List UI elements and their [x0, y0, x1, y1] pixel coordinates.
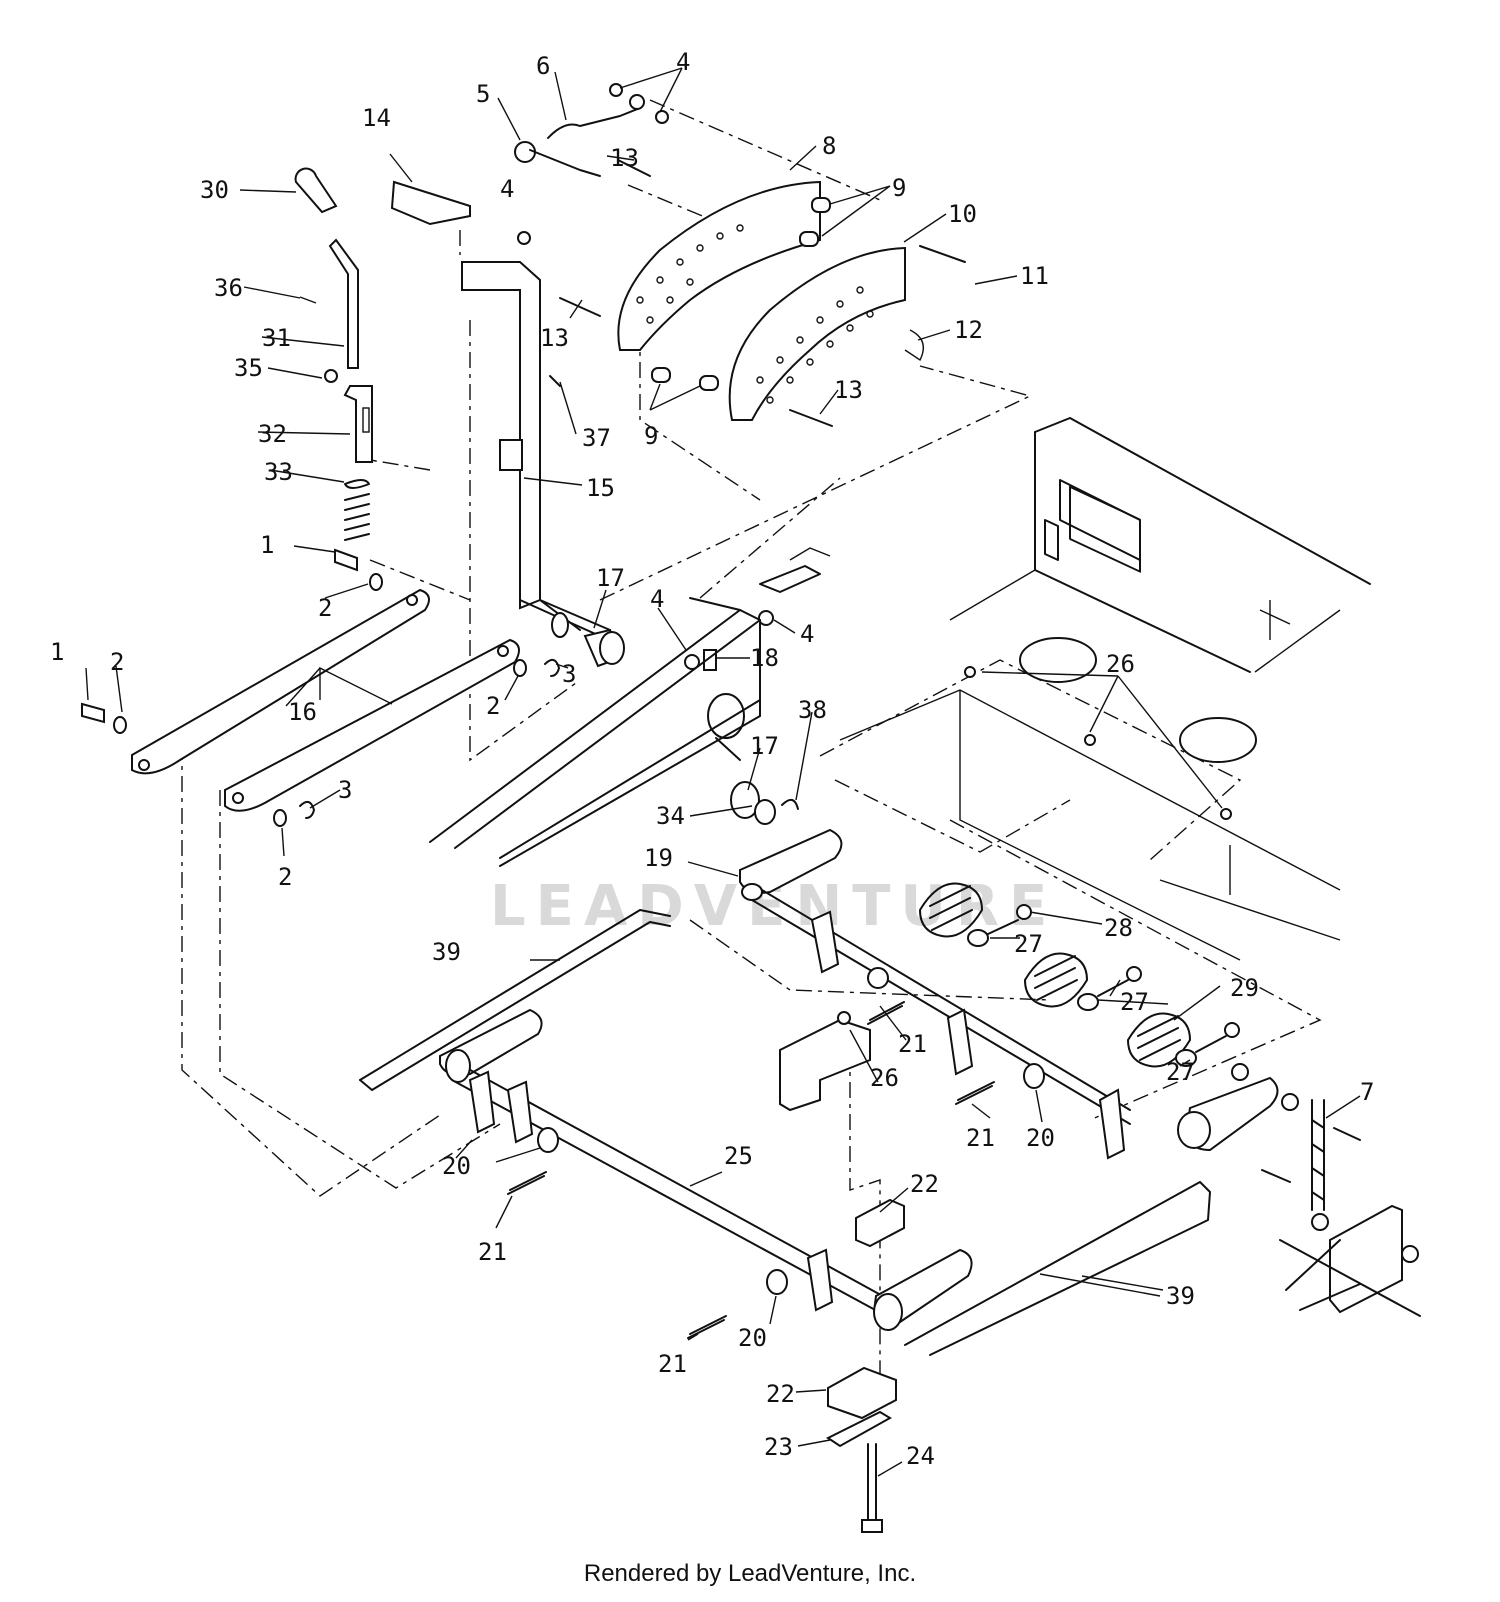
callout-3: 3: [562, 660, 576, 688]
callout-31: 31: [262, 324, 291, 352]
callout-9: 9: [644, 422, 658, 450]
callout-8: 8: [822, 132, 836, 160]
callout-18: 18: [750, 644, 779, 672]
callout-27: 27: [1120, 988, 1149, 1016]
callout-25: 25: [724, 1142, 753, 1170]
chain-part-7: [1231, 1063, 1421, 1317]
callout-21: 21: [898, 1030, 927, 1058]
callout-2: 2: [278, 863, 292, 891]
footer-credit: Rendered by LeadVenture, Inc.: [583, 1560, 917, 1587]
upper-fasteners: [517, 83, 966, 427]
callout-20: 20: [1026, 1124, 1055, 1152]
callout-27: 27: [1014, 930, 1043, 958]
callout-19: 19: [644, 844, 673, 872]
callout-9: 9: [892, 174, 906, 202]
pivot-tube: [539, 599, 799, 825]
callout-12: 12: [954, 316, 983, 344]
callout-32: 32: [258, 420, 287, 448]
callout-4: 4: [500, 175, 514, 203]
callout-13: 13: [834, 376, 863, 404]
callout-2: 2: [318, 594, 332, 622]
callout-7: 7: [1360, 1078, 1374, 1106]
callout-20: 20: [442, 1152, 471, 1180]
callout-39: 39: [432, 938, 461, 966]
callout-4: 4: [800, 620, 814, 648]
callout-29: 29: [1230, 974, 1259, 1002]
callout-24: 24: [906, 1442, 935, 1470]
callout-labels: 1 1 2 2 2 2 3 3 4 4 4 4 5 6 7 8 9 9 10 1…: [50, 48, 1374, 1470]
callout-26: 26: [870, 1064, 899, 1092]
callout-27: 27: [1166, 1058, 1195, 1086]
callout-33: 33: [264, 458, 293, 486]
callout-30: 30: [200, 176, 229, 204]
callout-23: 23: [764, 1433, 793, 1461]
callout-2: 2: [486, 692, 500, 720]
callout-4: 4: [650, 585, 664, 613]
callout-10: 10: [948, 200, 977, 228]
callout-34: 34: [656, 802, 685, 830]
callout-35: 35: [234, 354, 263, 382]
cross-shaft-part-19: [739, 828, 1279, 1160]
callout-2: 2: [110, 648, 124, 676]
callout-13: 13: [540, 324, 569, 352]
callout-6: 6: [536, 52, 550, 80]
leader-lines: [85, 67, 1361, 1477]
callout-26: 26: [1106, 650, 1135, 678]
callout-38: 38: [798, 696, 827, 724]
callout-17: 17: [596, 564, 625, 592]
callout-36: 36: [214, 274, 243, 302]
callout-1: 1: [260, 531, 274, 559]
callout-21: 21: [658, 1350, 687, 1378]
callout-4: 4: [676, 48, 690, 76]
links-part-16: [131, 588, 520, 812]
callout-22: 22: [910, 1170, 939, 1198]
hanger-rod-part-39: [359, 909, 1211, 1356]
callout-21: 21: [966, 1124, 995, 1152]
callout-22: 22: [766, 1380, 795, 1408]
washers-cotter-pins: [507, 967, 1045, 1339]
lower-shaft-part-25: [439, 1008, 973, 1331]
callout-15: 15: [586, 474, 615, 502]
callout-11: 11: [1020, 262, 1049, 290]
springs-part-29: [919, 882, 1240, 1068]
height-plates: [617, 180, 906, 421]
bracket-part-26: [779, 666, 1232, 1112]
callout-17: 17: [750, 732, 779, 760]
callout-16: 16: [288, 698, 317, 726]
pins-washers-clips: [81, 548, 560, 827]
callout-20: 20: [738, 1324, 767, 1352]
callout-28: 28: [1104, 914, 1133, 942]
clamp-blocks: [826, 1198, 905, 1533]
lift-arm: [429, 547, 831, 867]
callout-37: 37: [582, 424, 611, 452]
grip-part-14: [390, 180, 471, 226]
callout-5: 5: [476, 80, 490, 108]
callout-14: 14: [362, 104, 391, 132]
spacers-part-9: [651, 197, 831, 391]
lock-pin-part-5-6: [514, 107, 641, 177]
callout-1: 1: [50, 638, 64, 666]
callout-3: 3: [338, 776, 352, 804]
handle-assembly: [294, 167, 373, 541]
callout-21: 21: [478, 1238, 507, 1266]
callout-39: 39: [1166, 1282, 1195, 1310]
callout-13: 13: [610, 144, 639, 172]
frame-chassis: [839, 417, 1371, 961]
